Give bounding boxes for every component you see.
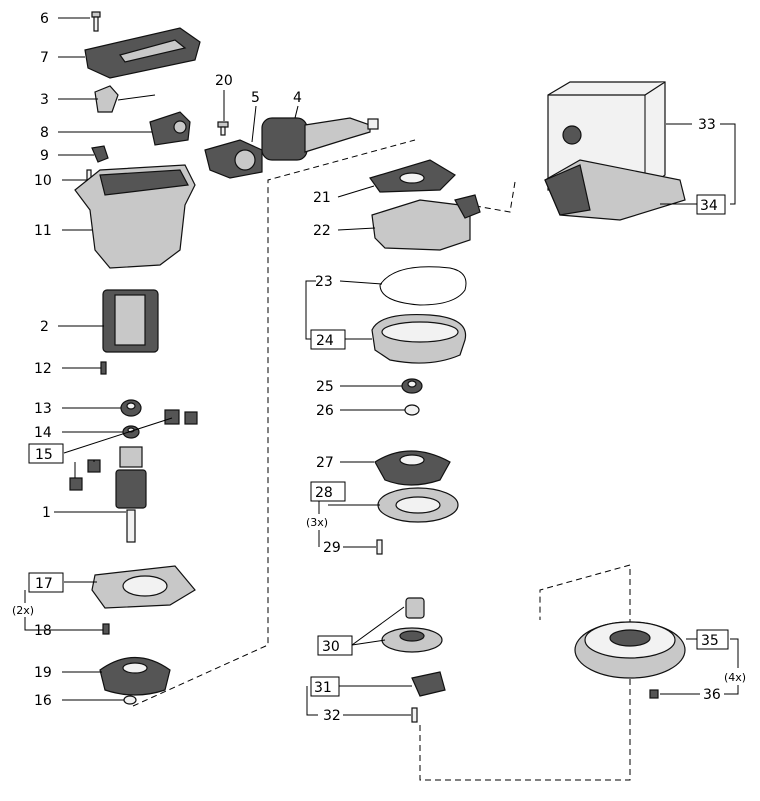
label-box-31 xyxy=(310,676,340,697)
label-34: 34 xyxy=(700,198,718,214)
label-24: 24 xyxy=(316,333,334,349)
part-23-ring xyxy=(379,266,467,306)
part-2-stator xyxy=(102,289,159,353)
part-18-screw xyxy=(102,623,110,635)
part-36-screw xyxy=(649,689,659,699)
part-7-cover xyxy=(84,27,201,79)
label-33: 33 xyxy=(698,117,716,133)
label-22: 22 xyxy=(313,223,331,239)
part-15-brushes xyxy=(69,409,198,491)
label-box-28 xyxy=(310,481,346,502)
part-6-screw xyxy=(91,11,101,32)
label-19: 19 xyxy=(34,665,52,681)
label-21: 21 xyxy=(313,190,331,206)
label-5: 5 xyxy=(251,90,260,106)
part-17-plate xyxy=(91,565,196,609)
label-box-30 xyxy=(317,635,353,656)
label-28: 28 xyxy=(315,485,333,501)
part-1-armature xyxy=(115,446,147,543)
part-28-plate xyxy=(377,487,459,523)
part-32-screw xyxy=(411,707,418,723)
label-box-34 xyxy=(696,194,726,215)
part-31-counterweight xyxy=(411,671,446,697)
part-25-bearing xyxy=(401,378,423,394)
label-13: 13 xyxy=(34,401,52,417)
label-35: 35 xyxy=(701,633,719,649)
part-27-fan xyxy=(374,450,451,486)
part-19-fan xyxy=(99,657,171,696)
qty-36: (4x) xyxy=(724,671,746,684)
label-1: 1 xyxy=(42,505,51,521)
label-36: 36 xyxy=(703,687,721,703)
part-5-electronics xyxy=(204,139,263,179)
label-3: 3 xyxy=(40,92,49,108)
label-11: 11 xyxy=(34,223,52,239)
label-31: 31 xyxy=(314,680,332,696)
part-29-screw xyxy=(376,539,383,555)
part-14-bearing xyxy=(122,425,140,439)
label-27: 27 xyxy=(316,455,334,471)
label-10: 10 xyxy=(34,173,52,189)
label-16: 16 xyxy=(34,693,52,709)
label-9: 9 xyxy=(40,148,49,164)
label-8: 8 xyxy=(40,125,49,141)
label-18: 18 xyxy=(34,623,52,639)
label-15: 15 xyxy=(35,447,53,463)
part-20-screw xyxy=(217,121,229,136)
label-30: 30 xyxy=(322,639,340,655)
label-box-35 xyxy=(696,629,729,650)
label-29: 29 xyxy=(323,540,341,556)
part-13-bearing xyxy=(120,399,142,417)
part-12-screw xyxy=(100,361,107,375)
part-9-clip xyxy=(91,145,109,163)
part-3-switch xyxy=(94,85,156,113)
label-2: 2 xyxy=(40,319,49,335)
label-12: 12 xyxy=(34,361,52,377)
part-11-housing xyxy=(74,164,196,269)
leader-lines xyxy=(24,17,739,716)
qty-18: (2x) xyxy=(12,604,34,617)
part-21-gasket xyxy=(369,159,456,193)
label-4: 4 xyxy=(293,90,302,106)
label-6: 6 xyxy=(40,11,49,27)
part-24-skirt xyxy=(371,313,467,364)
part-30-bearing-assembly xyxy=(381,597,443,653)
assembly-line-top xyxy=(469,181,516,213)
label-7: 7 xyxy=(40,50,49,66)
label-box-17 xyxy=(28,572,64,593)
part-35-sanding-pad xyxy=(574,621,686,679)
part-26-ring xyxy=(404,404,420,416)
part-22-dust-housing xyxy=(371,194,481,251)
label-box-24 xyxy=(310,329,346,350)
part-4-cable-sleeve xyxy=(261,117,379,161)
assembly-line-left xyxy=(132,139,416,707)
qty-29: (3x) xyxy=(306,516,328,529)
label-23: 23 xyxy=(315,274,333,290)
label-25: 25 xyxy=(316,379,334,395)
label-20: 20 xyxy=(215,73,233,89)
label-32: 32 xyxy=(323,708,341,724)
part-16-washer xyxy=(123,695,137,705)
label-17: 17 xyxy=(35,576,53,592)
label-26: 26 xyxy=(316,403,334,419)
label-14: 14 xyxy=(34,425,52,441)
label-box-15 xyxy=(28,443,64,464)
part-34-dust-container xyxy=(544,159,686,221)
part-8-switch-block xyxy=(149,111,191,146)
